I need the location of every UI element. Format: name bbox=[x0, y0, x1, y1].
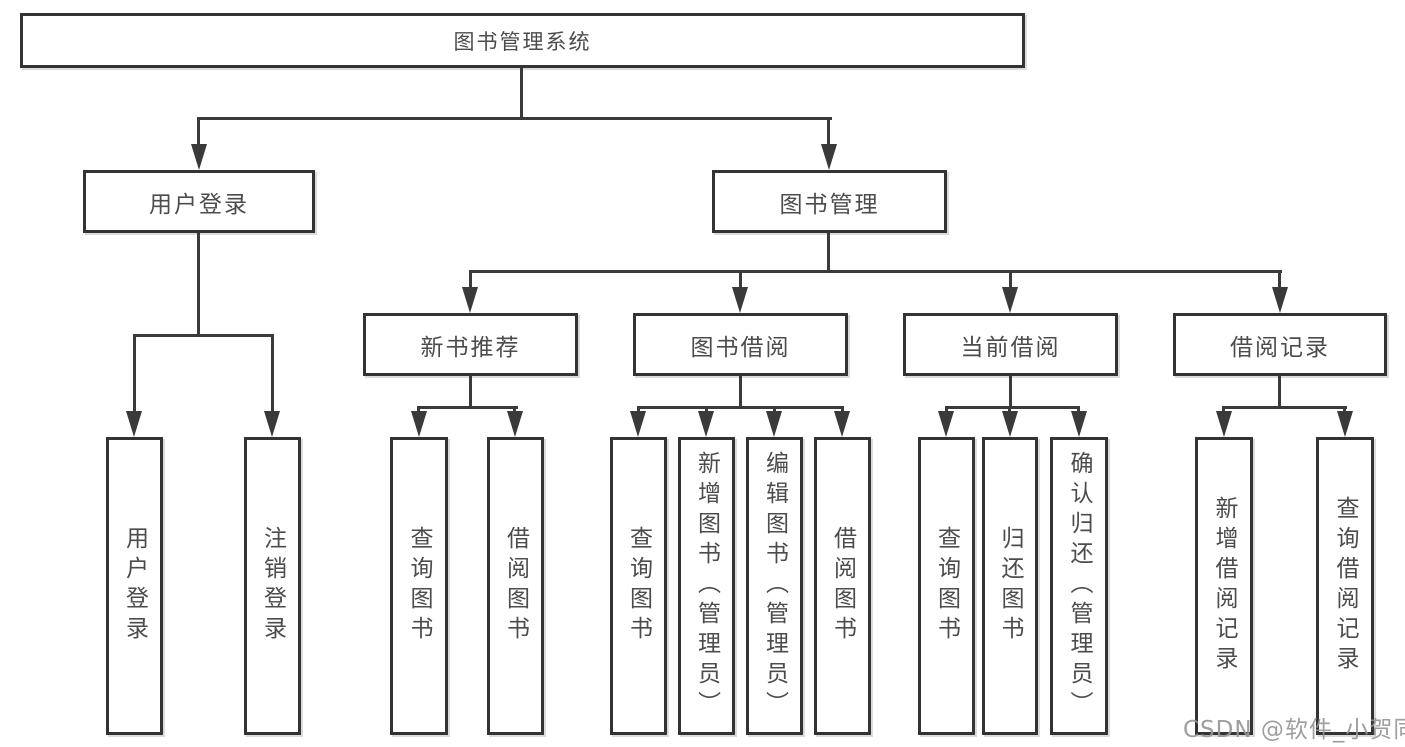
arrow-down-icon bbox=[732, 287, 748, 313]
arrow-down-icon bbox=[1337, 411, 1353, 437]
arrow-down-icon bbox=[630, 411, 646, 437]
connector-new-book-drop-1 bbox=[417, 406, 420, 414]
leaf-add-books-admin: 新增图书（管理员） bbox=[678, 437, 735, 735]
csdn-watermark: CSDN @软件_小贺同学 bbox=[1183, 717, 1405, 743]
leaf-add-borrow-record: 新增借阅记录 bbox=[1195, 437, 1253, 735]
arrow-down-icon bbox=[698, 411, 714, 437]
node-borrow-record: 借阅记录 bbox=[1173, 313, 1387, 376]
connector-new-book-stem bbox=[469, 376, 472, 408]
connector-user-login-drop-2 bbox=[271, 334, 274, 414]
arrow-down-icon bbox=[1002, 287, 1018, 313]
connector-current-borrow-drop-1 bbox=[945, 406, 948, 414]
arrow-down-icon bbox=[411, 411, 427, 437]
leaf-borrow-books-recommend: 借阅图书 bbox=[487, 437, 544, 735]
connector-new-book-drop-2 bbox=[513, 406, 516, 414]
arrow-down-icon bbox=[766, 411, 782, 437]
leaf-query-borrow-record: 查询借阅记录 bbox=[1316, 437, 1374, 735]
leaf-query-books-borrow: 查询图书 bbox=[610, 437, 667, 735]
connector-new-book-crossbar bbox=[417, 406, 518, 409]
leaf-logout: 注销登录 bbox=[244, 437, 301, 735]
connector-user-login-stem bbox=[197, 233, 200, 337]
arrow-down-icon bbox=[938, 411, 954, 437]
connector-borrow-record-crossbar bbox=[1222, 406, 1347, 409]
connector-current-borrow-drop-3 bbox=[1077, 406, 1080, 414]
leaf-query-books-recommend: 查询图书 bbox=[390, 437, 448, 735]
connector-book-mgmt-crossbar bbox=[469, 270, 1282, 273]
connector-book-borrow-drop-4 bbox=[841, 406, 844, 414]
node-user-login: 用户登录 bbox=[83, 170, 315, 233]
connector-book-borrow-crossbar bbox=[637, 406, 844, 409]
connector-current-borrow-crossbar bbox=[945, 406, 1080, 409]
arrow-down-icon bbox=[126, 411, 142, 437]
connector-borrow-record-drop-1 bbox=[1222, 406, 1225, 414]
node-library-management-system: 图书管理系统 bbox=[20, 13, 1025, 68]
node-book-management: 图书管理 bbox=[712, 170, 947, 233]
connector-root-crossbar bbox=[197, 117, 832, 120]
connector-book-mgmt-drop-3 bbox=[1009, 270, 1012, 290]
arrow-down-icon bbox=[1071, 411, 1087, 437]
arrow-down-icon bbox=[834, 411, 850, 437]
connector-book-borrow-drop-3 bbox=[773, 406, 776, 414]
node-current-borrow: 当前借阅 bbox=[903, 313, 1118, 376]
connector-book-mgmt-drop-4 bbox=[1278, 270, 1281, 290]
connector-borrow-record-drop-2 bbox=[1343, 406, 1346, 414]
arrow-down-icon bbox=[507, 411, 523, 437]
arrow-down-icon bbox=[1216, 411, 1232, 437]
arrow-down-icon bbox=[1002, 411, 1018, 437]
connector-current-borrow-drop-2 bbox=[1008, 406, 1011, 414]
arrow-down-icon bbox=[821, 144, 837, 170]
arrow-down-icon bbox=[462, 287, 478, 313]
node-book-borrow: 图书借阅 bbox=[633, 313, 848, 376]
arrow-down-icon bbox=[191, 144, 207, 170]
connector-borrow-record-stem bbox=[1278, 376, 1281, 408]
leaf-query-books-current: 查询图书 bbox=[918, 437, 975, 735]
leaf-confirm-return-admin: 确认归还（管理员） bbox=[1050, 437, 1108, 735]
connector-current-borrow-stem bbox=[1009, 376, 1012, 408]
connector-book-borrow-drop-2 bbox=[705, 406, 708, 414]
connector-root-stem bbox=[520, 68, 523, 119]
leaf-edit-books-admin: 编辑图书（管理员） bbox=[746, 437, 803, 735]
leaf-return-books: 归还图书 bbox=[982, 437, 1038, 735]
arrow-down-icon bbox=[264, 411, 280, 437]
leaf-borrow-books: 借阅图书 bbox=[814, 437, 871, 735]
node-new-book-recommend: 新书推荐 bbox=[363, 313, 578, 376]
connector-user-login-crossbar bbox=[133, 334, 274, 337]
connector-book-mgmt-stem bbox=[827, 233, 830, 273]
connector-book-borrow-drop-1 bbox=[637, 406, 640, 414]
connector-user-login-drop-1 bbox=[133, 334, 136, 414]
connector-book-mgmt-drop-1 bbox=[469, 270, 472, 290]
connector-book-borrow-stem bbox=[739, 376, 742, 408]
arrow-down-icon bbox=[1272, 287, 1288, 313]
connector-root-left-drop bbox=[197, 117, 200, 147]
leaf-user-login: 用户登录 bbox=[106, 437, 163, 735]
connector-root-right-drop bbox=[827, 117, 830, 147]
connector-book-mgmt-drop-2 bbox=[739, 270, 742, 290]
